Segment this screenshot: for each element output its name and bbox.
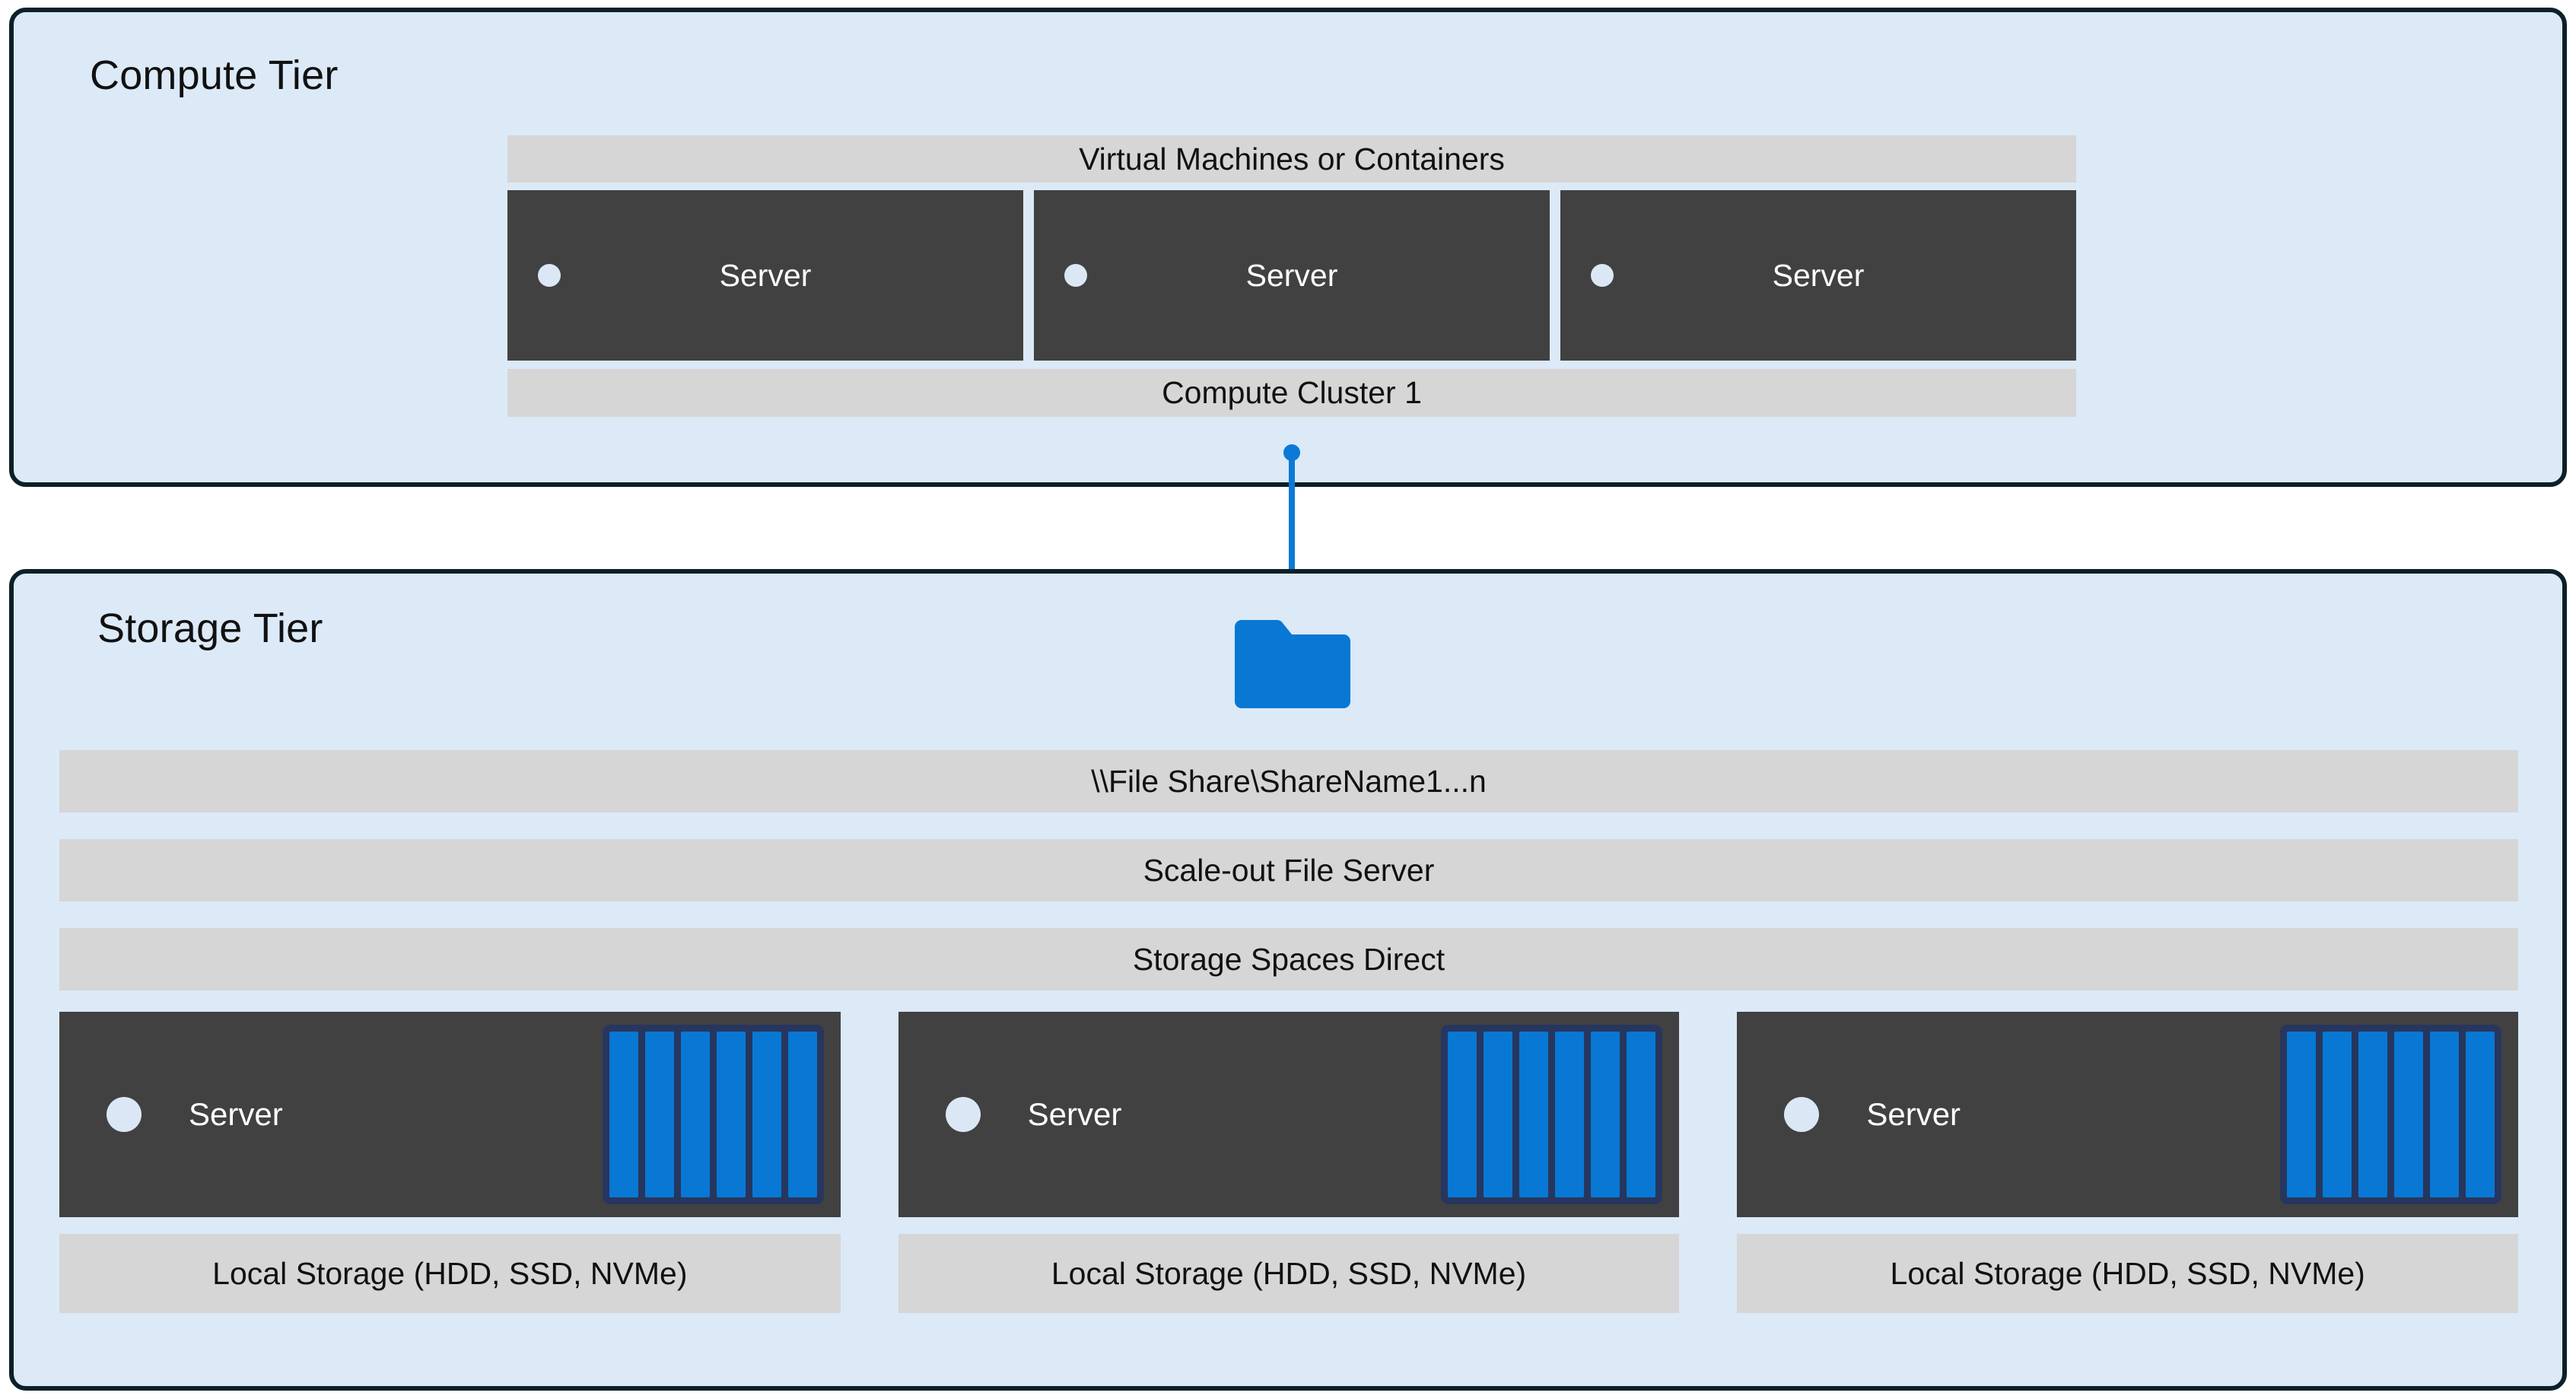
drive-array-3 (2280, 1025, 2502, 1204)
drive-icon (1448, 1032, 1477, 1197)
power-indicator-icon (1784, 1097, 1820, 1132)
storage-server-1-label: Server (189, 1096, 283, 1132)
virtual-machines-band: Virtual Machines or Containers (507, 135, 2076, 183)
storage-node-row: Server Local Storage (HDD, SSD, NVMe) Se… (59, 1012, 2519, 1353)
power-indicator-icon (945, 1097, 981, 1132)
drive-icon (716, 1032, 746, 1197)
storage-tier-title: Storage Tier (97, 606, 323, 651)
drive-icon (2358, 1032, 2388, 1197)
storage-server-2[interactable]: Server (898, 1012, 1680, 1217)
compute-server-2[interactable]: Server (1034, 190, 1550, 361)
drive-icon (609, 1032, 638, 1197)
file-share-band: \\File Share\ShareName1...n (59, 750, 2518, 812)
compute-cluster-band: Compute Cluster 1 (507, 369, 2076, 417)
storage-server-3-label: Server (1866, 1096, 1961, 1132)
compute-server-1-label: Server (719, 257, 812, 293)
compute-server-1[interactable]: Server (507, 190, 1023, 361)
local-storage-band-3: Local Storage (HDD, SSD, NVMe) (1737, 1234, 2519, 1313)
scale-out-file-server-band: Scale-out File Server (59, 839, 2518, 901)
drive-icon (1519, 1032, 1549, 1197)
drive-icon (1555, 1032, 1585, 1197)
drive-icon (644, 1032, 674, 1197)
drive-icon (2466, 1032, 2495, 1197)
folder-icon (1229, 615, 1356, 714)
drive-icon (2394, 1032, 2424, 1197)
drive-icon (1627, 1032, 1656, 1197)
drive-icon (2287, 1032, 2317, 1197)
compute-server-3-label: Server (1772, 257, 1865, 293)
power-indicator-icon (538, 264, 561, 287)
drive-icon (1484, 1032, 1513, 1197)
drive-icon (2430, 1032, 2460, 1197)
compute-server-3[interactable]: Server (1560, 190, 2076, 361)
storage-node-1: Server Local Storage (HDD, SSD, NVMe) (59, 1012, 841, 1353)
compute-cluster-block: Virtual Machines or Containers Server Se… (507, 135, 2076, 417)
drive-icon (2323, 1032, 2352, 1197)
drive-icon (752, 1032, 781, 1197)
local-storage-band-1: Local Storage (HDD, SSD, NVMe) (59, 1234, 841, 1313)
compute-tier-title: Compute Tier (90, 52, 339, 98)
connector-stem (1289, 450, 1295, 606)
storage-node-2: Server Local Storage (HDD, SSD, NVMe) (898, 1012, 1680, 1353)
drive-array-1 (602, 1025, 824, 1204)
power-indicator-icon (1591, 264, 1614, 287)
storage-server-3[interactable]: Server (1737, 1012, 2519, 1217)
drive-icon (680, 1032, 710, 1197)
storage-server-2-label: Server (1027, 1096, 1122, 1132)
storage-server-1[interactable]: Server (59, 1012, 841, 1217)
local-storage-band-2: Local Storage (HDD, SSD, NVMe) (898, 1234, 1680, 1313)
power-indicator-icon (107, 1097, 142, 1132)
storage-node-3: Server Local Storage (HDD, SSD, NVMe) (1737, 1012, 2519, 1353)
tier-gap (9, 491, 2567, 564)
power-indicator-icon (1064, 264, 1087, 287)
drive-array-2 (1441, 1025, 1663, 1204)
compute-server-row: Server Server Server (507, 190, 2076, 361)
storage-spaces-direct-band: Storage Spaces Direct (59, 928, 2518, 990)
drive-icon (787, 1032, 817, 1197)
drive-icon (1591, 1032, 1620, 1197)
compute-server-2-label: Server (1245, 257, 1338, 293)
